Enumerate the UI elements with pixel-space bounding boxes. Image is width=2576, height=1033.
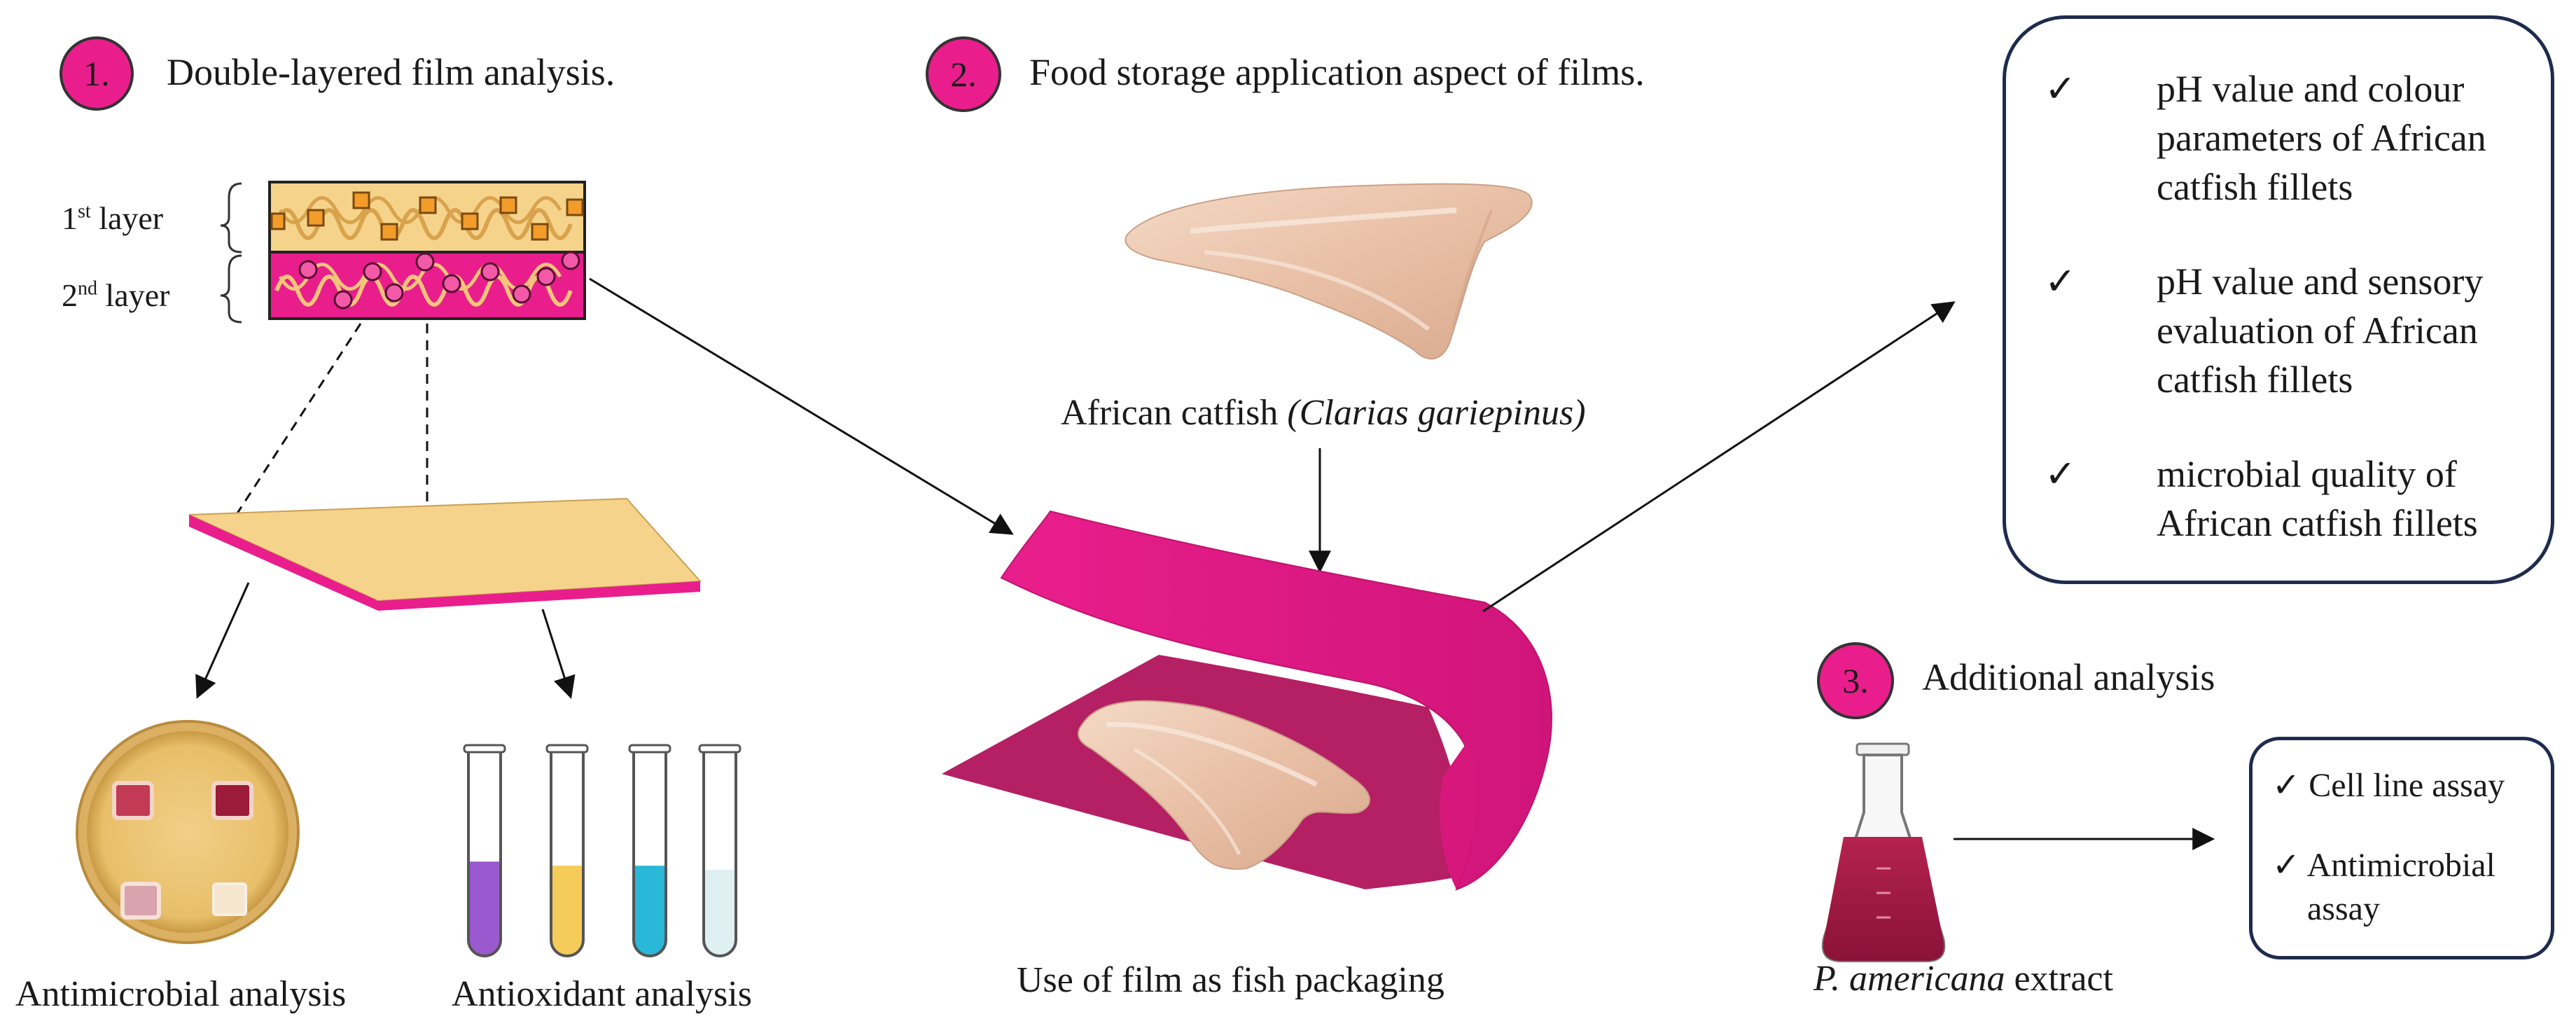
tube-glass <box>467 751 502 957</box>
assay-item-1: ✓ Cell line assay <box>2272 764 2505 807</box>
result-item-3-line-2: African catfish fillets <box>2157 502 2478 544</box>
first-layer-suffix: st <box>78 200 91 223</box>
check-icon: ✓ <box>2272 767 2301 804</box>
extract-word: extract <box>2005 959 2113 999</box>
section-3-title: Additional analysis <box>1922 656 2215 698</box>
assay-item-1-line-1: Cell line assay <box>2309 767 2505 804</box>
tube-liquid <box>704 869 736 956</box>
result-item-2-line-2: evaluation of African <box>2157 310 2478 352</box>
tube-rim <box>628 744 671 754</box>
fish-fillet-top <box>1125 183 1533 360</box>
packaging-caption: Use of film as fish packaging <box>1017 960 1444 1000</box>
second-layer-suffix: nd <box>78 277 97 300</box>
extract-species: P. americana <box>1813 959 2005 999</box>
tube-rim <box>545 744 589 754</box>
fish-fillet-packaged <box>1078 700 1370 870</box>
assay-item-2-line-1: Antimicrobial <box>2306 847 2495 884</box>
check-icon: ✓ <box>2045 261 2077 303</box>
result-item-1-line-1: pH value and colour <box>2157 68 2465 110</box>
section-1-badge: 1. <box>60 36 134 111</box>
result-item-1-line-2: parameters of African <box>2157 117 2486 159</box>
tube-glass <box>702 751 737 957</box>
section-3-badge: 3. <box>1817 642 1894 719</box>
test-tube-2 <box>545 744 589 957</box>
antimicrobial-analysis-label: Antimicrobial analysis <box>15 974 347 1014</box>
tube-glass <box>632 751 667 957</box>
tube-rim <box>698 744 742 754</box>
section-2-title: Food storage application aspect of films… <box>1029 51 1645 93</box>
test-tube-1 <box>463 744 506 957</box>
result-item-2-line-1: pH value and sensory <box>2157 261 2484 303</box>
results-box: ✓ pH value and colour parameters of Afri… <box>2003 15 2554 584</box>
tube-rim <box>463 744 506 754</box>
tube-liquid <box>551 866 583 956</box>
second-layer-word: layer <box>105 277 170 313</box>
first-layer-ordinal: 1 <box>62 200 78 236</box>
tube-glass <box>550 751 585 957</box>
arrow-to-petri <box>195 582 250 699</box>
assay-item-2: ✓ Antimicrobial <box>2272 844 2495 887</box>
erlenmeyer-flask <box>1821 742 1946 962</box>
petri-dish <box>76 720 300 944</box>
result-item-1-line-3: catfish fillets <box>2157 166 2353 208</box>
first-layer-label: 1st layer <box>62 200 163 237</box>
double-layer-film-block <box>220 181 586 324</box>
fish-scientific-name: (Clarias gariepinus) <box>1287 393 1586 433</box>
test-tubes <box>463 744 742 957</box>
film-sheet <box>188 497 702 611</box>
assay-box: ✓ Cell line assay ✓ Antimicrobial assay <box>2249 737 2554 959</box>
test-tube-3 <box>628 744 671 957</box>
assay-item-2-line-2: assay <box>2307 890 2380 927</box>
check-icon: ✓ <box>2045 68 2077 110</box>
arrow-film-to-packaging <box>589 277 1014 535</box>
second-layer-label: 2nd layer <box>62 277 169 314</box>
tube-liquid <box>468 861 501 956</box>
fish-caption: African catfish (Clarias gariepinus) <box>1061 392 1586 434</box>
dashed-arrow-left <box>221 323 362 538</box>
result-item-3-line-1: microbial quality of <box>2157 453 2457 495</box>
arrow-to-tubes <box>541 609 576 700</box>
section-1-title: Double-layered film analysis. <box>167 51 615 93</box>
second-layer-ordinal: 2 <box>62 277 78 313</box>
check-icon: ✓ <box>2272 847 2301 884</box>
test-tube-4 <box>698 744 742 957</box>
result-item-2-line-3: catfish fillets <box>2157 359 2353 401</box>
extract-caption: P. americana extract <box>1813 958 2113 1000</box>
arrow-to-results <box>1482 301 1956 613</box>
first-layer-word: layer <box>99 200 164 236</box>
fish-common-name: African catfish <box>1061 393 1279 433</box>
check-icon: ✓ <box>2045 453 2077 495</box>
antioxidant-analysis-label: Antioxidant analysis <box>452 974 752 1014</box>
section-2-badge: 2. <box>926 36 1001 112</box>
tube-liquid <box>634 866 666 956</box>
